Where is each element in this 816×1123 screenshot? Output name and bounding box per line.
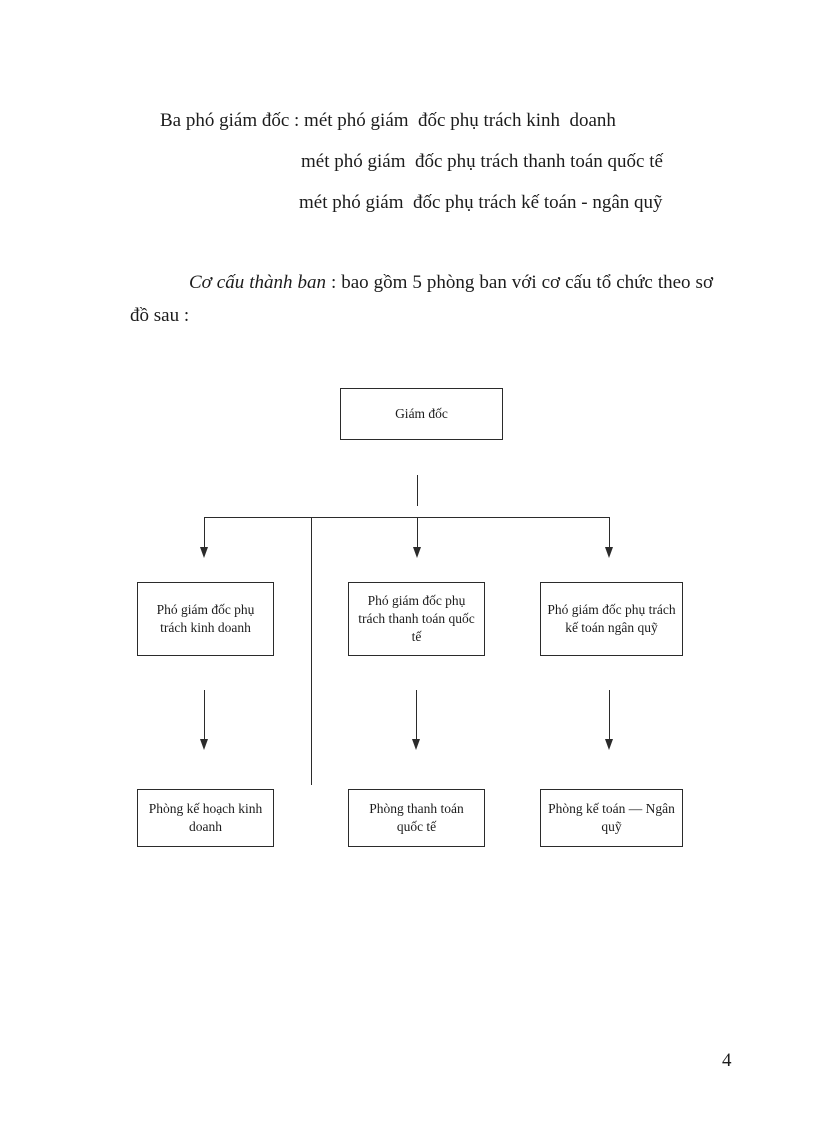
arrow-head-l1-left bbox=[200, 547, 208, 558]
page-number: 4 bbox=[722, 1050, 732, 1071]
arrow-line-l2-left bbox=[204, 690, 205, 740]
org-node-deputy-accounting: Phó giám đốc phụ trách kế toán ngân quỹ bbox=[540, 582, 683, 656]
org-node-deputy-business-label: Phó giám đốc phụ trách kinh doanh bbox=[156, 602, 255, 635]
org-node-deputy-business: Phó giám đốc phụ trách kinh doanh bbox=[137, 582, 274, 656]
org-node-dept-accounting-treasury: Phòng kế toán — Ngân quỹ bbox=[540, 789, 683, 847]
paragraph-body: : bao gồm 5 phòng ban với cơ cấu tổ chức… bbox=[130, 272, 713, 326]
intro-line-3: mét phó giám đốc phụ trách kế toán - ngâ… bbox=[299, 192, 663, 213]
arrow-head-l1-right bbox=[605, 547, 613, 558]
arrow-head-l2-left bbox=[200, 739, 208, 750]
org-node-deputy-accounting-label: Phó giám đốc phụ trách kế toán ngân quỹ bbox=[547, 602, 676, 635]
arrow-head-l1-center bbox=[413, 547, 421, 558]
connector-long-vertical bbox=[311, 517, 312, 785]
org-node-deputy-international-payment: Phó giám đốc phụ trách thanh toán quốc t… bbox=[348, 582, 485, 656]
arrow-line-l1-right bbox=[609, 518, 610, 548]
paragraph-italic-lead: Cơ cấu thành ban bbox=[189, 272, 326, 293]
intro-line-2: mét phó giám đốc phụ trách thanh toán qu… bbox=[301, 151, 663, 172]
org-node-deputy-international-payment-label: Phó giám đốc phụ trách thanh toán quốc t… bbox=[358, 593, 475, 644]
org-node-dept-business-planning: Phòng kế hoạch kinh doanh bbox=[137, 789, 274, 847]
arrow-line-l1-left bbox=[204, 518, 205, 548]
org-node-director-label: Giám đốc bbox=[395, 406, 448, 421]
arrow-line-l2-center bbox=[416, 690, 417, 740]
org-node-director: Giám đốc bbox=[340, 388, 503, 440]
arrow-head-l2-center bbox=[412, 739, 420, 750]
connector-root-stub bbox=[417, 475, 418, 506]
connector-horizontal bbox=[204, 517, 610, 518]
org-node-dept-international-payment-label: Phòng thanh toán quốc tế bbox=[369, 801, 464, 834]
org-node-dept-international-payment: Phòng thanh toán quốc tế bbox=[348, 789, 485, 847]
arrow-head-l2-right bbox=[605, 739, 613, 750]
arrow-line-l1-center bbox=[417, 518, 418, 548]
intro-line-1: Ba phó giám đốc : mét phó giám đốc phụ t… bbox=[160, 110, 616, 131]
structure-paragraph: Cơ cấu thành ban : bao gồm 5 phòng ban v… bbox=[130, 266, 713, 332]
org-node-dept-business-planning-label: Phòng kế hoạch kinh doanh bbox=[148, 801, 263, 834]
arrow-line-l2-right bbox=[609, 690, 610, 740]
org-node-dept-accounting-treasury-label: Phòng kế toán — Ngân quỹ bbox=[548, 801, 675, 834]
